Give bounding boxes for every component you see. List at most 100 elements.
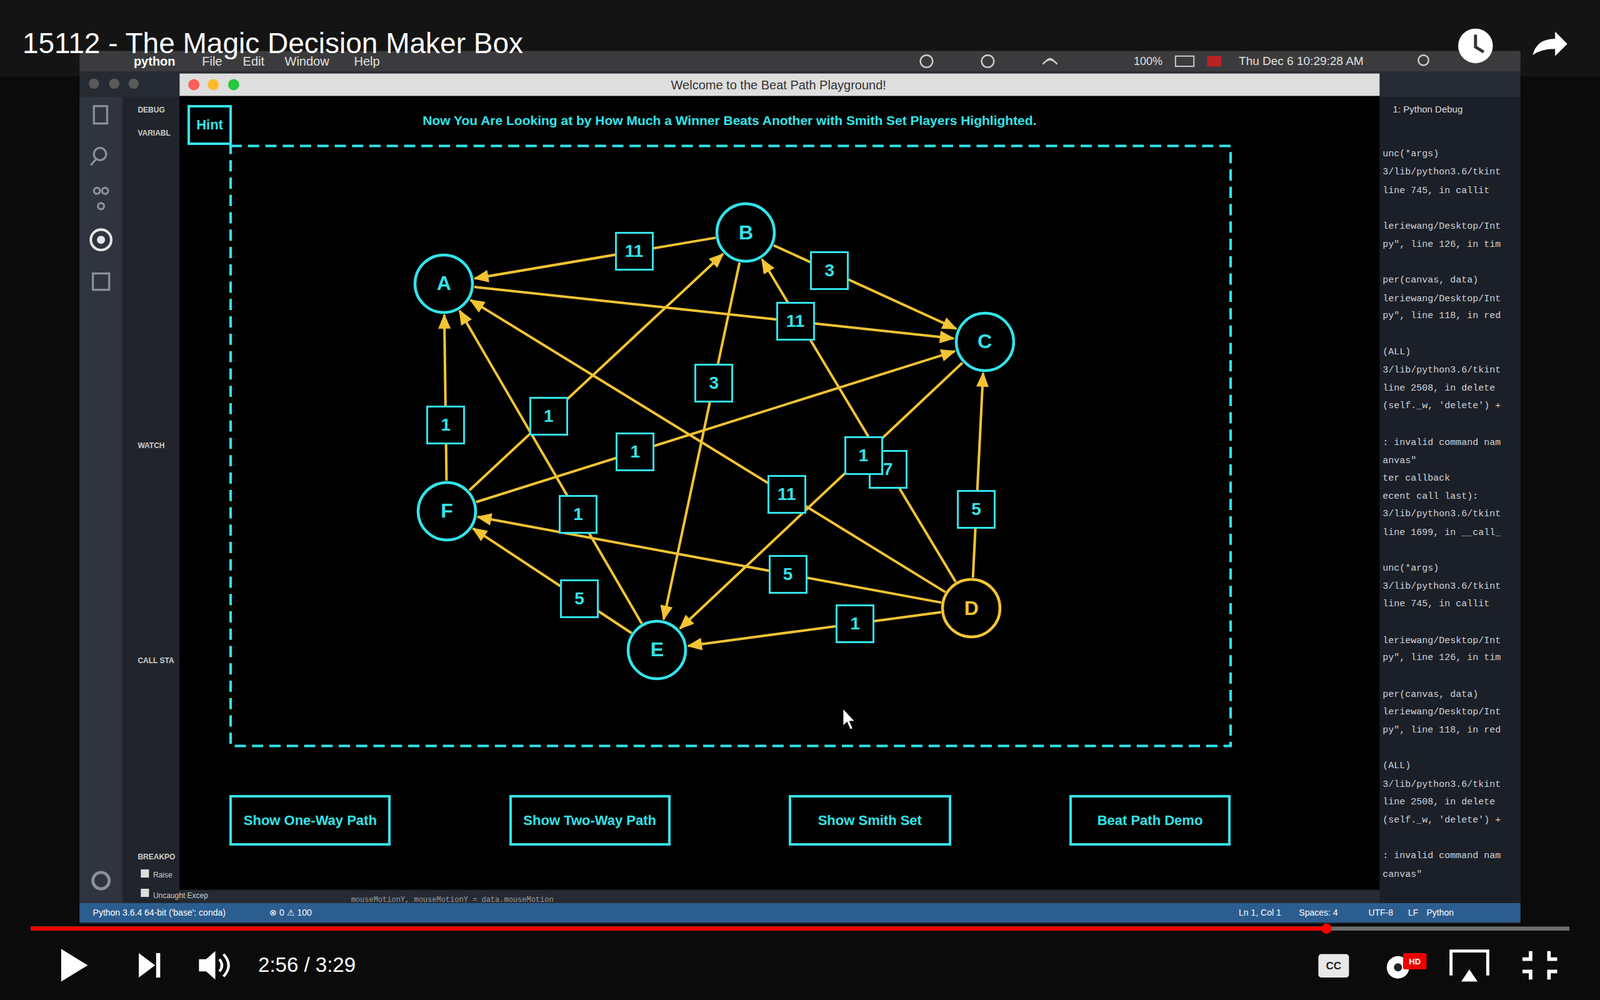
terminal-line: unc(*args) — [1382, 562, 1439, 574]
sidebar-heading: VARIABL — [137, 128, 170, 138]
menu-app-name-holder: python — [133, 53, 176, 69]
terminal-line: leriewang/Desktop/Int — [1382, 635, 1501, 646]
player-letter: B — [738, 221, 754, 245]
menu-item-holder: Edit — [243, 53, 265, 69]
beat-arrow — [470, 300, 946, 592]
player-letter: D — [964, 596, 979, 620]
margin-box: 1 — [835, 604, 875, 644]
battery-text-holder: 100% — [1133, 54, 1163, 68]
beat-arrow — [474, 286, 954, 339]
video-time-holder: 2:56 / 3:29 — [258, 953, 356, 977]
terminal-line-holder: line 1699, in __call_ — [1382, 525, 1501, 538]
terminal-line-holder: 3/lib/python3.6/tkint — [1382, 165, 1501, 178]
margin-box: 3 — [694, 363, 734, 403]
sidebar-heading-holder: VARIABL — [137, 126, 170, 139]
terminal-line-holder: unc(*args) — [1382, 561, 1439, 574]
player-letter: F — [440, 499, 454, 523]
checkbox-label-holder: Raise — [153, 868, 173, 880]
status-item: Python 3.6.4 64-bit ('base': conda) — [93, 907, 226, 918]
margin-number: 1 — [850, 613, 860, 634]
beat-arrow — [477, 516, 942, 603]
terminal-line-holder: 3/lib/python3.6/tkint — [1382, 580, 1501, 592]
terminal-line: per(canvas, data) — [1382, 689, 1479, 700]
margin-number: 1 — [440, 415, 451, 435]
terminal-line-holder: ecent call last): — [1382, 490, 1479, 502]
margin-box: 1 — [558, 495, 598, 534]
margin-number: 5 — [783, 564, 794, 585]
terminal-line: (self._w, 'delete') + — [1382, 400, 1501, 412]
checkbox-label-holder: Uncaught Excep — [153, 889, 209, 901]
video-title: 15112 - The Magic Decision Maker Box — [22, 26, 524, 60]
beat-arrow — [444, 315, 447, 481]
menu-item: Window — [285, 53, 330, 68]
terminal-line: py", line 118, in red — [1382, 310, 1501, 322]
terminal-line-holder: anvas" — [1382, 454, 1417, 467]
panel-dropdown-holder: 1: Python Debug — [1393, 103, 1464, 115]
sidebar-heading: WATCH — [137, 441, 165, 450]
terminal-line: leriewang/Desktop/Int — [1382, 220, 1501, 232]
beat-arrow — [469, 253, 724, 490]
status-item-holder: Ln 1, Col 1 — [1238, 906, 1282, 919]
smith-set-node: D — [940, 577, 1002, 639]
sidebar-heading-holder: BREAKPO — [137, 850, 175, 862]
margin-number: 11 — [625, 241, 644, 262]
video-time: 2:56 / 3:29 — [258, 953, 356, 977]
terminal-line: anvas" — [1382, 455, 1417, 467]
beat-arrow — [474, 237, 716, 279]
margin-number: 3 — [709, 373, 720, 394]
margin-box: 1 — [844, 436, 884, 475]
terminal-line-holder: per(canvas, data) — [1382, 688, 1479, 700]
margin-number: 1 — [630, 441, 640, 462]
button-label: Show One-Way Path — [243, 812, 377, 829]
button-label: Hint — [196, 116, 224, 134]
beat-arrow — [459, 310, 642, 624]
checkbox-label: Uncaught Excep — [153, 891, 209, 900]
terminal-line: 3/lib/python3.6/tkint — [1382, 508, 1501, 520]
menu-item-holder: Window — [285, 53, 330, 69]
margin-box: 11 — [776, 301, 815, 341]
terminal-line-holder: leriewang/Desktop/Int — [1382, 633, 1501, 646]
beat-arrow — [476, 351, 955, 502]
quality-badge: HD — [1408, 956, 1421, 967]
status-item: UTF-8 — [1368, 907, 1394, 918]
battery-text: 100% — [1133, 54, 1163, 67]
terminal-line: line 2508, in delete — [1382, 796, 1495, 807]
code-line-holder: mouseMotionY, mouseMotionY = data.mouseM… — [351, 893, 554, 905]
button-label: Show Smith Set — [818, 812, 922, 829]
terminal-line: per(canvas, data) — [1382, 275, 1479, 286]
sidebar-heading-holder: CALL STA — [137, 654, 174, 666]
player-node: F — [416, 480, 478, 542]
terminal-line-holder: 3/lib/python3.6/tkint — [1382, 777, 1501, 790]
player-node: E — [626, 619, 688, 681]
terminal-line-holder: canvas" — [1382, 867, 1422, 880]
status-item-holder: LF — [1408, 906, 1419, 919]
terminal-line-holder: py", line 126, in tim — [1382, 238, 1501, 250]
beat-arrow — [680, 362, 963, 629]
terminal-line: (self._w, 'delete') + — [1382, 815, 1501, 826]
terminal-line: line 1699, in __call_ — [1382, 526, 1501, 538]
code-line: mouseMotionY, mouseMotionY = data.mouseM… — [351, 895, 554, 905]
sidebar-heading: CALL STA — [137, 656, 174, 665]
player-node: B — [715, 201, 777, 264]
video-title-holder: 15112 - The Magic Decision Maker Box — [22, 26, 524, 60]
sidebar-heading: BREAKPO — [137, 852, 175, 862]
terminal-line-holder: (ALL) — [1382, 345, 1411, 357]
clock-text: Thu Dec 6 10:29:28 AM — [1238, 54, 1364, 68]
player-letter: A — [436, 271, 452, 295]
margin-box: 5 — [768, 555, 808, 594]
menu-button: Show One-Way Path — [229, 795, 391, 847]
margin-box: 5 — [956, 490, 996, 529]
terminal-line-holder: (self._w, 'delete') + — [1382, 399, 1501, 412]
menu-button: Show Two-Way Path — [509, 795, 671, 847]
terminal-line: unc(*args) — [1382, 148, 1439, 159]
margin-number: 5 — [971, 499, 982, 520]
margin-box: 1 — [426, 405, 465, 445]
button-label: Show Two-Way Path — [523, 812, 657, 829]
quality-badge-holder: HD — [1408, 955, 1421, 967]
terminal-line: line 745, in callit — [1382, 185, 1490, 196]
menu-item: Edit — [243, 53, 265, 68]
terminal-line: 3/lib/python3.6/tkint — [1382, 365, 1501, 376]
terminal-line-holder: (ALL) — [1382, 759, 1411, 772]
